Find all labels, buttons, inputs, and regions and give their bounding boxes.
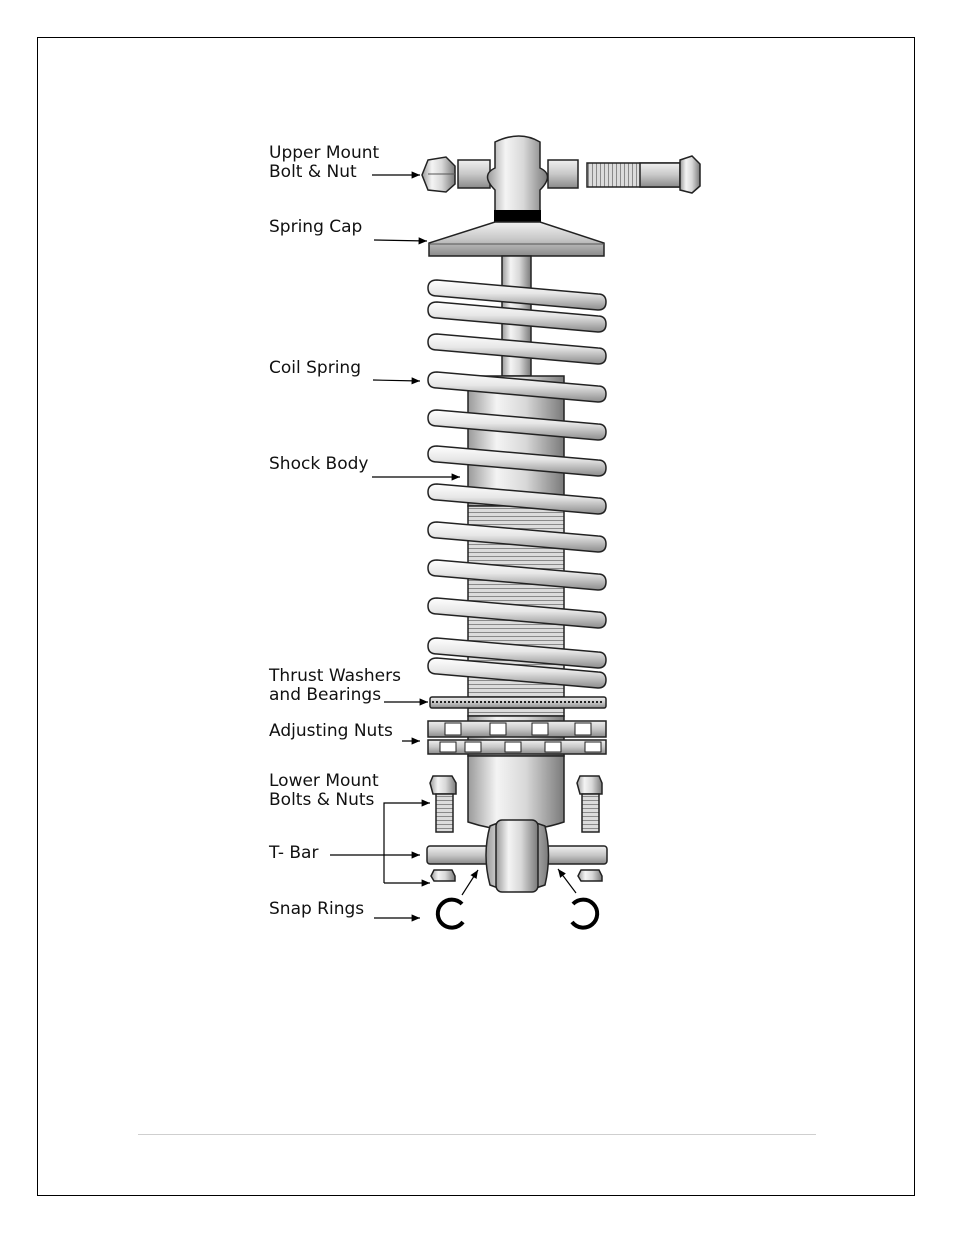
upper-mount-eye bbox=[457, 135, 579, 222]
coil-turn bbox=[427, 445, 607, 477]
nut-slot bbox=[531, 722, 549, 736]
label-coil-spring: Coil Spring bbox=[269, 358, 361, 378]
coil-turn bbox=[427, 333, 607, 365]
page-frame bbox=[37, 37, 915, 1196]
label-upper-mount-1: Upper Mount bbox=[269, 143, 379, 163]
label-adjusting-nuts: Adjusting Nuts bbox=[269, 721, 393, 741]
thrust-washers-bearings bbox=[429, 696, 607, 709]
nut-slot bbox=[444, 722, 462, 736]
label-lower-mount-2: Bolts & Nuts bbox=[269, 790, 375, 810]
coil-turn bbox=[427, 483, 607, 515]
lower-mount-nut-right bbox=[577, 869, 603, 882]
upper-mount-bolt bbox=[586, 155, 701, 194]
lower-mount-nut-left bbox=[430, 869, 456, 882]
coil-turn bbox=[427, 301, 607, 333]
footer-rule bbox=[138, 1134, 816, 1135]
adjusting-nuts bbox=[427, 720, 607, 755]
snap-ring-left bbox=[435, 897, 465, 930]
nut-slot bbox=[504, 741, 522, 753]
coil-turn bbox=[427, 657, 607, 689]
label-shock-body: Shock Body bbox=[269, 454, 368, 474]
upper-mount-nut bbox=[421, 156, 456, 193]
label-thrust-2: and Bearings bbox=[269, 685, 381, 705]
coil-turn bbox=[427, 559, 607, 591]
coil-turn bbox=[427, 279, 607, 311]
coil-turn bbox=[427, 371, 607, 403]
leader-lines bbox=[330, 171, 577, 922]
coil-spring bbox=[427, 279, 607, 689]
spring-cap bbox=[428, 221, 605, 257]
lower-mount-bolt-right bbox=[576, 775, 603, 833]
lower-mount-bolt-left bbox=[429, 775, 457, 833]
label-thrust-1: Thrust Washers bbox=[268, 666, 401, 686]
nut-slot bbox=[464, 741, 482, 753]
nut-slot bbox=[574, 722, 592, 736]
coil-turn bbox=[427, 597, 607, 629]
coil-turn bbox=[427, 637, 607, 669]
label-upper-mount-2: Bolt & Nut bbox=[269, 162, 357, 182]
coil-turn bbox=[427, 521, 607, 553]
nut-slot bbox=[544, 741, 562, 753]
label-t-bar: T- Bar bbox=[268, 843, 318, 863]
label-lower-mount-1: Lower Mount bbox=[269, 771, 379, 791]
label-spring-cap: Spring Cap bbox=[269, 217, 362, 237]
coil-turn bbox=[427, 409, 607, 441]
snap-ring-right bbox=[570, 897, 600, 930]
nut-slot bbox=[439, 741, 457, 753]
nut-slot bbox=[584, 741, 602, 753]
label-snap-rings: Snap Rings bbox=[269, 899, 364, 919]
nut-slot bbox=[489, 722, 507, 736]
t-bar bbox=[426, 819, 608, 893]
